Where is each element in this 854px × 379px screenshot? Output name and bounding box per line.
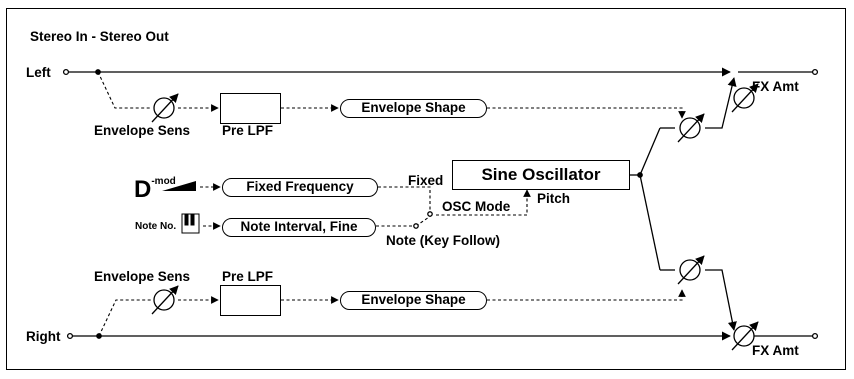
envelope-sens-bottom-label: Envelope Sens — [94, 269, 191, 284]
envelope-shape-bottom: Envelope Shape — [340, 291, 487, 310]
pre-lpf-top-box — [220, 93, 281, 124]
dmod-main-letter: D — [134, 176, 152, 203]
diagram-frame — [6, 8, 846, 370]
dmod-superscript: -mod — [151, 176, 176, 187]
fx-amt-bottom-label: FX Amt — [752, 343, 799, 358]
pre-lpf-bottom-box — [220, 285, 281, 316]
keyboard-icon — [181, 213, 200, 234]
dmod-symbol: D-mod — [134, 176, 176, 203]
right-input-label: Right — [26, 329, 61, 344]
envelope-sens-bottom-knob — [151, 285, 179, 315]
envelope-sens-top-label: Envelope Sens — [94, 123, 191, 138]
osc-mode-label: OSC Mode — [442, 199, 511, 214]
pre-lpf-bottom-label: Pre LPF — [222, 269, 274, 284]
sine-oscillator-block: Sine Oscillator — [452, 160, 630, 190]
note-no-label: Note No. — [135, 221, 177, 232]
diagram-title: Stereo In - Stereo Out — [30, 29, 169, 44]
note-interval-fine-block: Note Interval, Fine — [222, 218, 376, 237]
amp-top-knob — [677, 113, 705, 143]
fx-amt-top-knob — [731, 83, 759, 113]
dmod-wedge-icon — [162, 181, 196, 191]
envelope-sens-top-knob — [151, 93, 179, 123]
fixed-label: Fixed — [408, 173, 444, 188]
amp-bottom-knob — [677, 255, 705, 285]
fixed-frequency-block: Fixed Frequency — [222, 178, 378, 197]
left-input-label: Left — [26, 65, 51, 80]
pitch-label: Pitch — [537, 191, 571, 206]
fx-amt-top-label: FX Amt — [752, 79, 799, 94]
envelope-shape-top: Envelope Shape — [340, 99, 487, 118]
note-key-follow-label: Note (Key Follow) — [386, 233, 500, 248]
fx-amt-bottom-knob — [731, 321, 759, 351]
pre-lpf-top-label: Pre LPF — [222, 123, 274, 138]
